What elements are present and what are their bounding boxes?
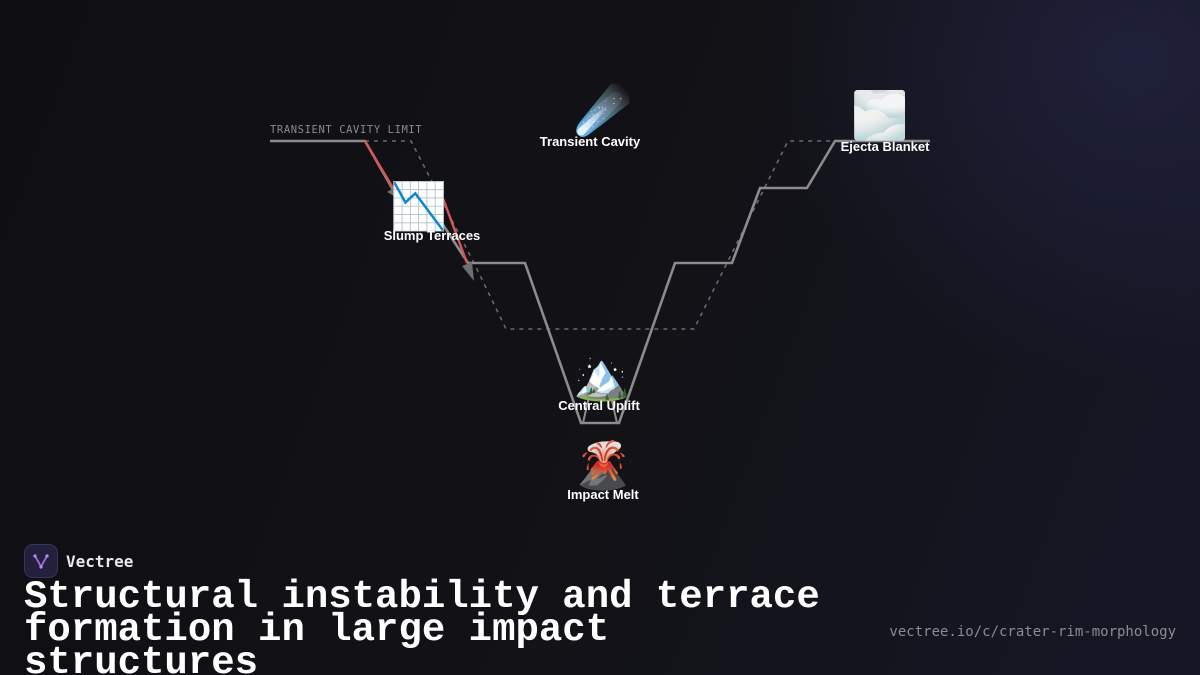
volcano-icon: 🌋: [574, 438, 631, 492]
slump-arrowhead-upper: [387, 186, 399, 199]
snow-capped-mountain-icon: 🏔️: [573, 349, 630, 403]
transient-cavity-label: Transient Cavity: [540, 134, 641, 149]
slump-arrow-lower: [439, 192, 469, 264]
central-peak-profile: [582, 387, 618, 424]
chart-decreasing-icon: 📉: [390, 179, 447, 233]
page-title: Structural instability and terrace forma…: [24, 575, 820, 675]
crater-diagram: TRANSIENT CAVITY LIMIT ☄️ Transient Cavi…: [270, 81, 931, 502]
transient-cavity-outline: [365, 140, 835, 330]
impact-melt-label: Impact Melt: [567, 487, 639, 502]
brand[interactable]: Vectree: [24, 544, 133, 578]
slump-terraces-label: Slump Terraces: [384, 228, 481, 243]
source-url[interactable]: vectree.io/c/crater-rim-morphology: [889, 624, 1176, 640]
brand-name: Vectree: [66, 551, 134, 571]
vectree-logo-icon: [24, 544, 58, 578]
fog-icon: 🌫️: [851, 88, 908, 142]
comet-icon: ☄️: [574, 81, 632, 139]
central-uplift-label: Central Uplift: [558, 398, 640, 413]
ejecta-blanket-label: Ejecta Blanket: [841, 139, 931, 154]
transient-cavity-limit-label: TRANSIENT CAVITY LIMIT: [270, 124, 422, 136]
slump-arrowhead-lower: [462, 262, 474, 281]
slump-arrow-upper: [363, 140, 395, 189]
